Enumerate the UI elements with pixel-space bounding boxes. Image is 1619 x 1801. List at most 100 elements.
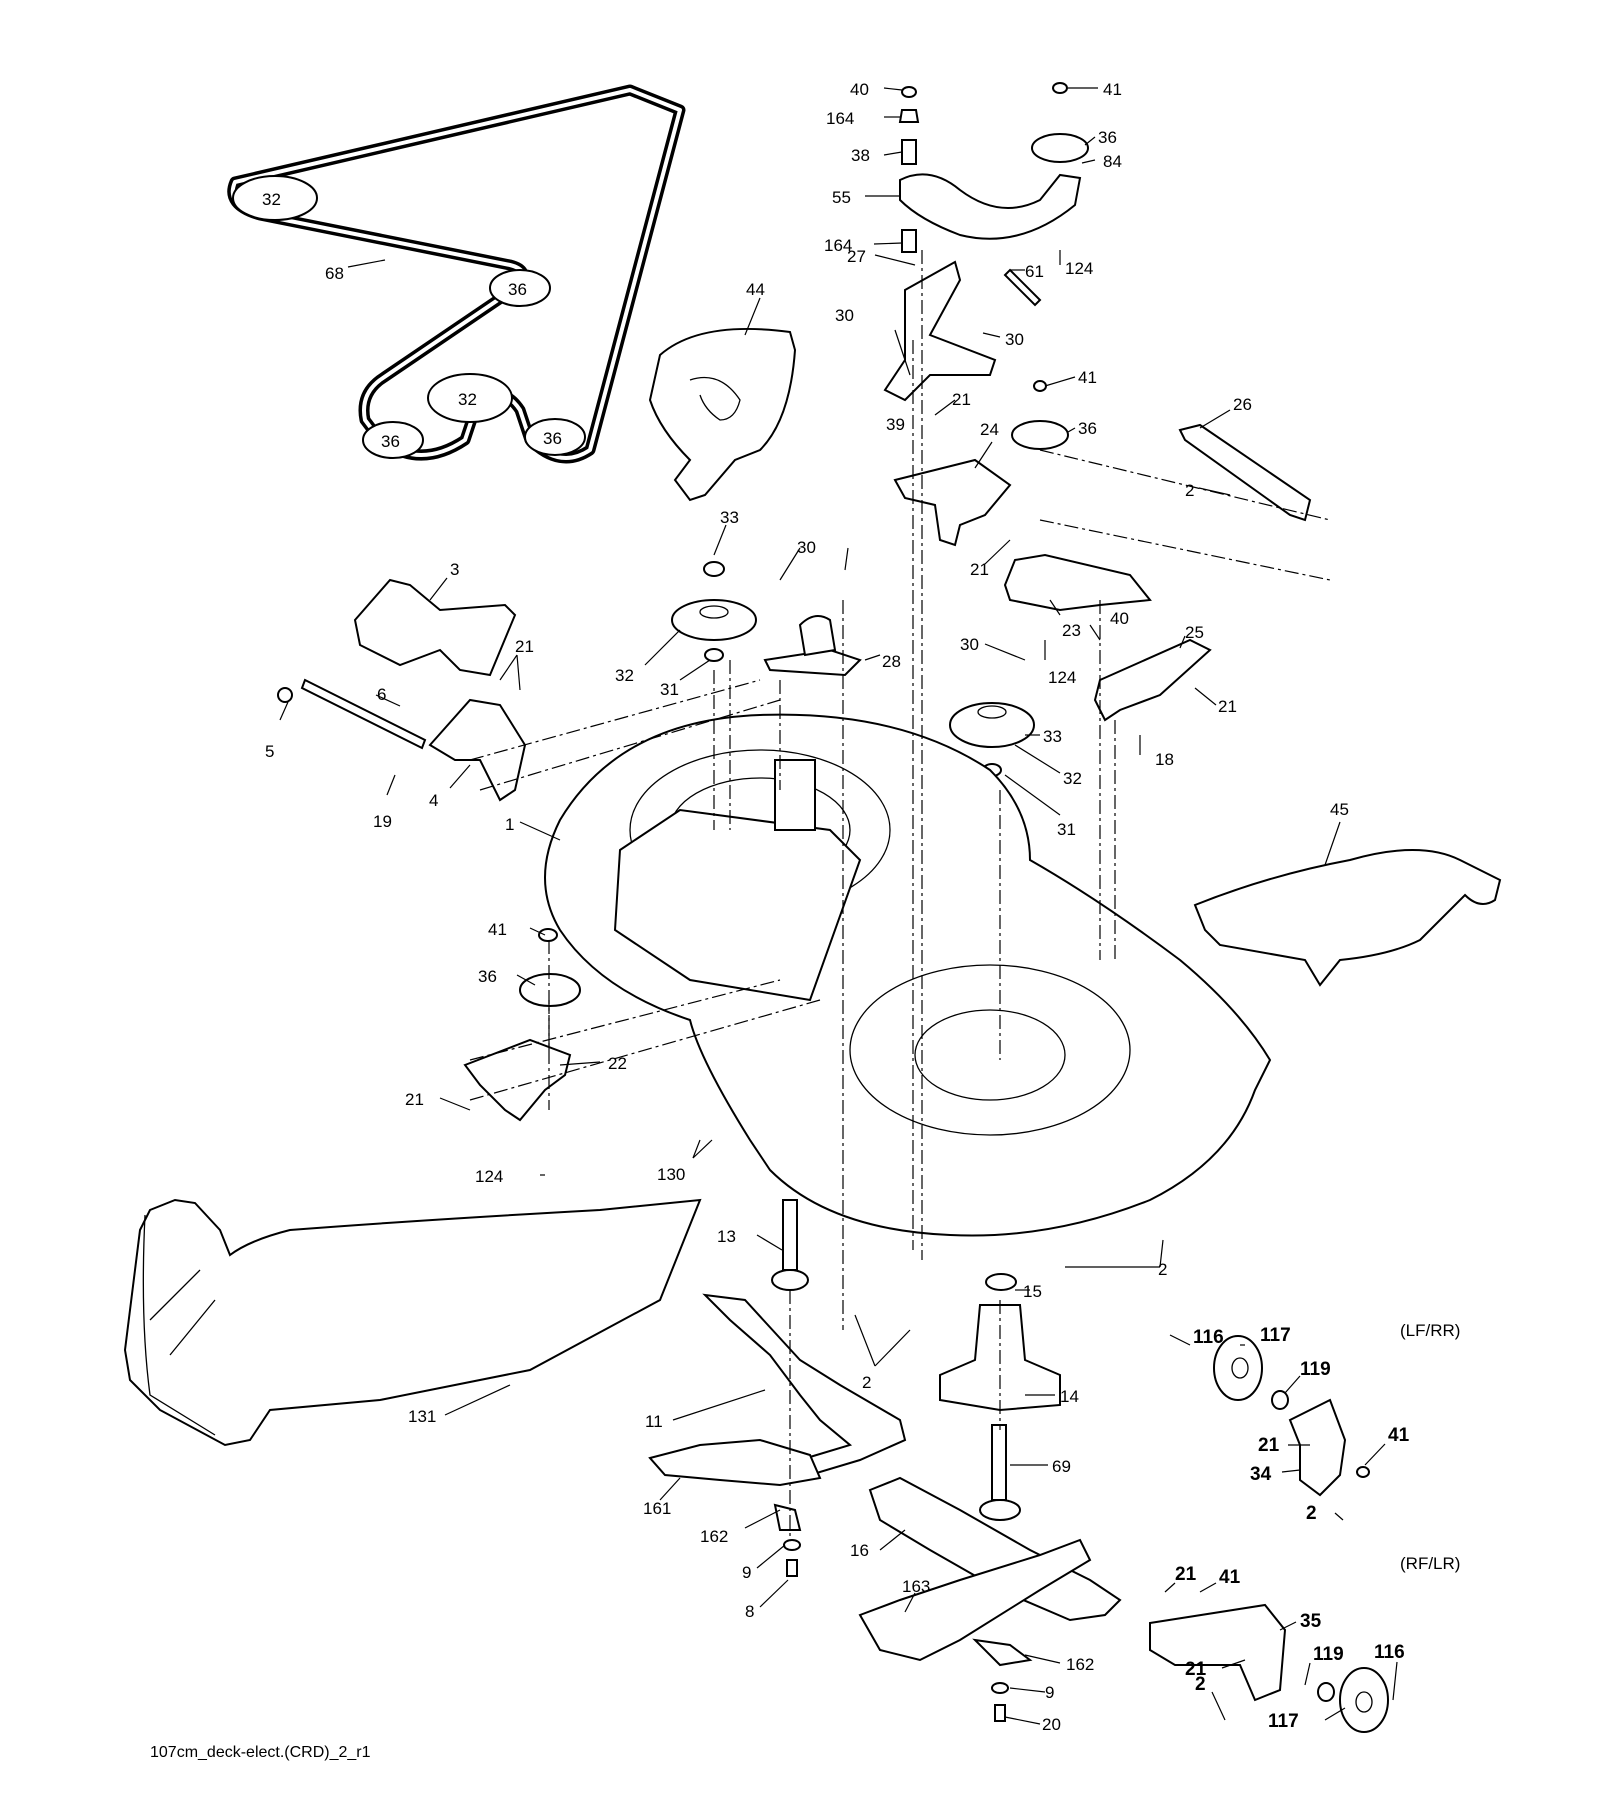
callout-5: 5 — [265, 742, 274, 761]
spacer — [901, 139, 917, 165]
callout-119: 119 — [1313, 1644, 1344, 1665]
callout-124: 124 — [1065, 259, 1093, 278]
idler-bracket — [883, 260, 997, 402]
callout-8: 8 — [745, 1602, 754, 1621]
callout-31: 31 — [660, 680, 679, 699]
callout-25: 25 — [1185, 623, 1204, 642]
callout-162: 162 — [1066, 1655, 1094, 1674]
callout-27: 27 — [847, 247, 866, 266]
callout-2: 2 — [862, 1373, 871, 1392]
callout-23: 23 — [1062, 621, 1081, 640]
bracket-3 — [353, 578, 517, 677]
bracket-25 — [1093, 638, 1212, 722]
blade-161 — [648, 1438, 822, 1487]
gauge-wheel-117 — [1213, 1335, 1263, 1401]
callout-22: 22 — [608, 1054, 627, 1073]
callout-6: 6 — [377, 685, 386, 704]
idler-arm-assembly — [883, 82, 1089, 547]
belt-pulley-36-left — [362, 421, 424, 459]
callout-21: 21 — [515, 637, 534, 656]
callout-40: 40 — [1110, 609, 1129, 628]
bracket-22 — [463, 1038, 572, 1122]
callout-55: 55 — [832, 188, 851, 207]
callout-41: 41 — [488, 920, 507, 939]
belt-diagram: 32 36 32 36 36 — [227, 84, 686, 464]
callout-19: 19 — [373, 812, 392, 831]
discharge-chute — [123, 1198, 702, 1447]
callout-21: 21 — [405, 1090, 424, 1109]
callout-2: 2 — [1185, 481, 1194, 500]
gauge-wheel-117-b — [1339, 1667, 1389, 1733]
callout-9: 9 — [742, 1563, 751, 1582]
callout-39: 39 — [886, 415, 905, 434]
callout-131: 131 — [408, 1407, 436, 1426]
callout-36: 36 — [1078, 419, 1097, 438]
callout-124: 124 — [1048, 668, 1076, 687]
callout-36: 36 — [1098, 128, 1117, 147]
clip-5 — [277, 687, 293, 703]
callout-13: 13 — [717, 1227, 736, 1246]
callout-30: 30 — [1005, 330, 1024, 349]
callout-68: 68 — [325, 264, 344, 283]
idler-pulley-mid — [1011, 420, 1069, 450]
callout-164: 164 — [826, 109, 854, 128]
callout-14: 14 — [1060, 1387, 1079, 1406]
callout-31: 31 — [1057, 820, 1076, 839]
callout-32: 32 — [1063, 769, 1082, 788]
pulley-32-right — [949, 702, 1035, 748]
callout-9: 9 — [1045, 1683, 1054, 1702]
belt-pulley-label: 36 — [381, 432, 400, 451]
plate-23 — [1003, 553, 1152, 612]
callout-16: 16 — [850, 1541, 869, 1560]
callout-20: 20 — [1042, 1715, 1061, 1734]
callout-30: 30 — [797, 538, 816, 557]
callout-3: 3 — [450, 560, 459, 579]
belt-pulley-label: 36 — [508, 280, 527, 299]
callout-41: 41 — [1078, 368, 1097, 387]
callout-15: 15 — [1023, 1282, 1042, 1301]
pulley-36-lower-left — [519, 973, 581, 1007]
spring — [1003, 268, 1042, 307]
blade-16 — [868, 1476, 1122, 1622]
callout-11: 11 — [645, 1412, 663, 1431]
callout-116: 116 — [1193, 1327, 1224, 1348]
callout-32: 32 — [615, 666, 634, 685]
callout-41: 41 — [1219, 1567, 1241, 1588]
callout-1: 1 — [505, 815, 514, 834]
wheel-bracket-35 — [1149, 1603, 1287, 1702]
callout-2: 2 — [1306, 1503, 1317, 1524]
belt-pulley-36-right — [489, 269, 551, 307]
callout-28: 28 — [882, 652, 901, 671]
bearing-15 — [985, 1273, 1017, 1291]
gauge-wheel-rf-lr — [1149, 1603, 1389, 1733]
deck-chute-cover — [613, 808, 862, 1002]
callout-130: 130 — [657, 1165, 685, 1184]
callout-21: 21 — [970, 560, 989, 579]
callout-33: 33 — [1043, 727, 1062, 746]
callout-116: 116 — [1374, 1642, 1405, 1663]
washer-162 — [773, 1503, 802, 1531]
callout-161: 161 — [643, 1499, 671, 1518]
callout-2: 2 — [1158, 1260, 1167, 1279]
belt-pulley-32-top — [232, 175, 318, 221]
callout-69: 69 — [1052, 1457, 1071, 1476]
callout-21: 21 — [1258, 1435, 1280, 1456]
callout-41: 41 — [1103, 80, 1122, 99]
washer-162-right — [972, 1638, 1033, 1667]
callout-163: 163 — [902, 1577, 930, 1596]
callout-21: 21 — [1185, 1659, 1207, 1680]
callout-30: 30 — [835, 306, 854, 325]
callout-117: 117 — [1260, 1325, 1291, 1346]
assembly-lines — [469, 250, 1331, 1540]
callout-124: 124 — [475, 1167, 503, 1186]
blade-163 — [858, 1538, 1092, 1662]
callout-84: 84 — [1103, 152, 1122, 171]
wheel-bracket-34 — [1288, 1398, 1347, 1497]
belt-pulley-label: 36 — [543, 429, 562, 448]
variant-label-lf-rr: (LF/RR) — [1400, 1321, 1460, 1340]
idler-arm — [899, 173, 1082, 240]
callout-21: 21 — [1175, 1564, 1197, 1585]
belt-pulley-36-bottom-right — [524, 418, 586, 456]
mower-deck — [544, 713, 1272, 1237]
